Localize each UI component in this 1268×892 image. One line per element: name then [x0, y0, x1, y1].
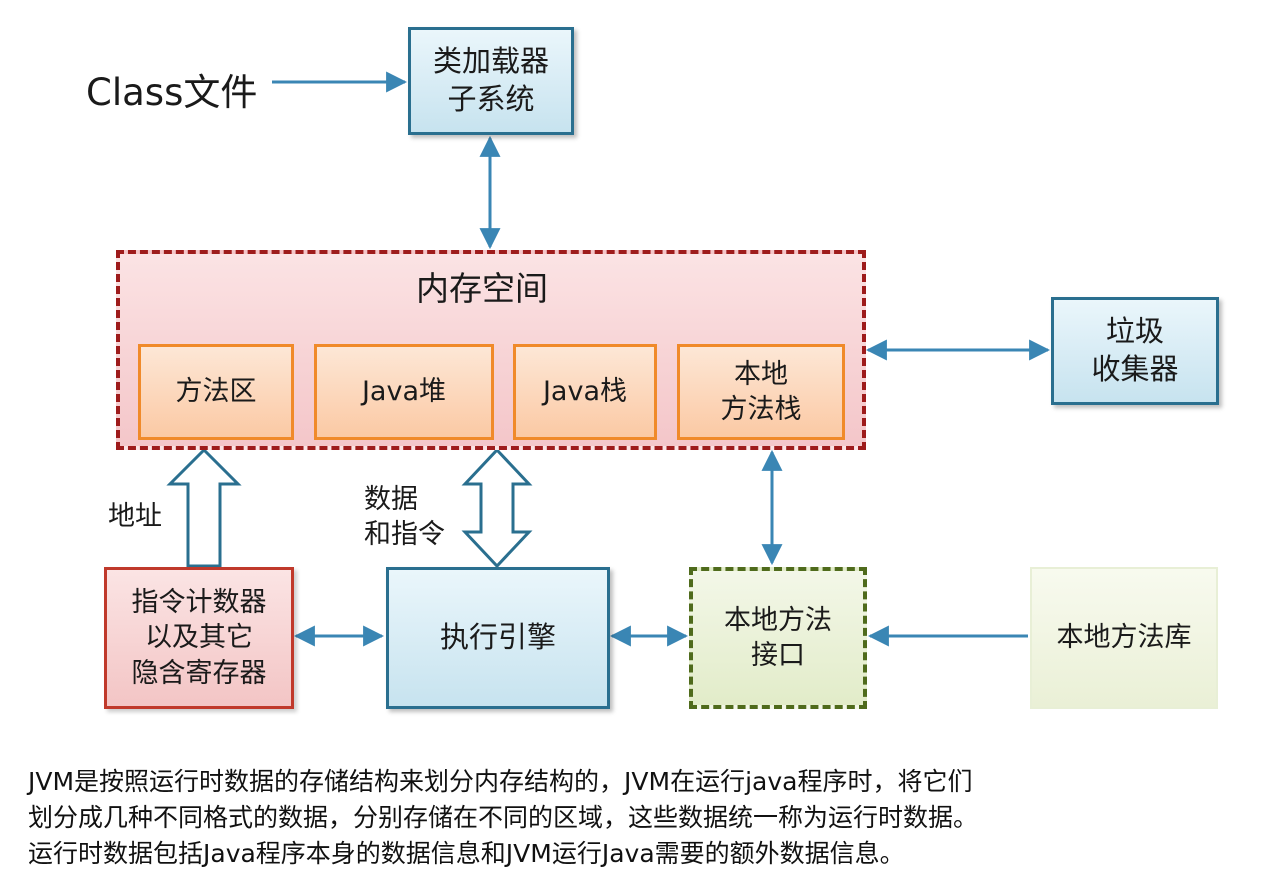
method-area-label: 方法区: [175, 376, 257, 408]
data-instructions-label: 数据 和指令: [364, 482, 445, 552]
gc-line1: 垃圾: [1105, 314, 1164, 349]
native-interface-line1: 本地方法: [724, 604, 832, 636]
address-label: 地址: [108, 501, 162, 532]
caption-line1: JVM是按照运行时数据的存储结构来划分内存结构的，JVM在运行java程序时，将…: [28, 767, 973, 796]
pc-registers-line2: 以及其它: [145, 622, 253, 654]
data-label-line2: 和指令: [364, 519, 445, 551]
java-heap-box: Java堆: [314, 344, 494, 440]
caption-line3: 运行时数据包括Java程序本身的数据信息和JVM运行Java需要的额外数据信息。: [28, 839, 905, 868]
class-loader-line2: 子系统: [447, 82, 535, 116]
java-heap-label: Java堆: [361, 376, 447, 408]
java-stack-label: Java栈: [542, 376, 628, 408]
native-interface-line2: 接口: [751, 640, 805, 671]
pc-registers-line1: 指令计数器: [131, 587, 267, 619]
data-label-line1: 数据: [364, 484, 418, 515]
native-method-stack-box: 本地 方法栈: [677, 344, 845, 440]
native-method-stack-line2: 方法栈: [720, 394, 802, 425]
native-method-stack-line1: 本地: [734, 358, 788, 390]
pc-registers-line3: 隐含寄存器: [131, 657, 267, 689]
address-hollow-arrow: [166, 447, 242, 568]
execution-engine-label: 执行引擎: [439, 620, 556, 655]
class-loader-box: 类加载器 子系统: [408, 27, 574, 135]
gc-line2: 收集器: [1091, 352, 1179, 386]
execution-engine-box: 执行引擎: [386, 567, 610, 709]
pc-registers-box: 指令计数器 以及其它 隐含寄存器: [104, 567, 294, 709]
caption-line2: 划分成几种不同格式的数据，分别存储在不同的区域，这些数据统一称为运行时数据。: [28, 803, 979, 832]
method-area-box: 方法区: [138, 344, 294, 440]
caption-text: JVM是按照运行时数据的存储结构来划分内存结构的，JVM在运行java程序时，将…: [28, 764, 1258, 872]
native-library-box: 本地方法库: [1030, 567, 1218, 709]
java-stack-box: Java栈: [513, 344, 657, 440]
data-hollow-double-arrow: [461, 447, 533, 569]
class-loader-line1: 类加载器: [432, 44, 549, 79]
garbage-collector-box: 垃圾 收集器: [1051, 297, 1219, 405]
class-file-label: Class文件: [86, 71, 258, 114]
native-interface-box: 本地方法 接口: [689, 567, 867, 709]
memory-space-title: 内存空间: [416, 269, 548, 308]
native-library-label: 本地方法库: [1056, 622, 1192, 654]
